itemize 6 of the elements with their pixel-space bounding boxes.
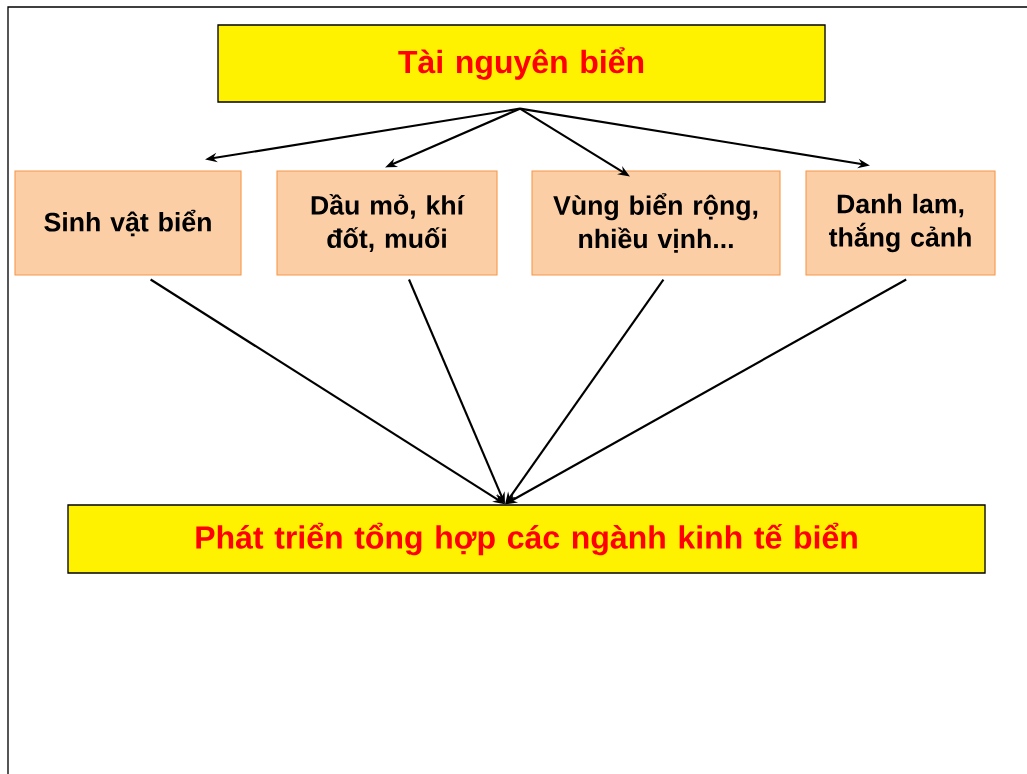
title-box: Phát triển tổng hợp các ngành kinh tế biển xyxy=(67,504,986,574)
resource-box: Danh lam, thắng cảnh xyxy=(805,170,996,276)
resource-box: Sinh vật biển xyxy=(14,170,242,276)
title-box: Tài nguyên biển xyxy=(217,24,826,103)
resource-box: Dầu mỏ, khí đốt, muối xyxy=(276,170,498,276)
resource-box: Vùng biển rộng, nhiều vịnh... xyxy=(531,170,781,276)
